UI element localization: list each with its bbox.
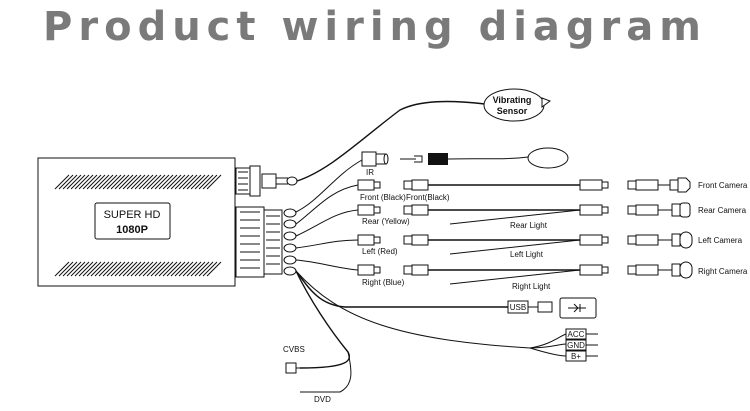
usb-label: USB	[510, 303, 526, 312]
usb-line: USB	[295, 270, 597, 319]
main-connector-stack	[235, 206, 297, 278]
vibrating-sensor: Vibrating Sensor	[296, 88, 552, 182]
right-camera-label: Right Camera	[698, 267, 748, 276]
sensor-connector	[235, 165, 298, 197]
rear-yellow-label: Rear (Yellow)	[362, 217, 410, 226]
vibrating-sensor-label-line1: Vibrating	[493, 95, 532, 105]
right-blue-label: Right (Blue)	[362, 278, 405, 287]
gnd-label: GND	[567, 341, 585, 350]
vent-slots-bottom	[54, 261, 222, 277]
cvbs-label: CVBS	[283, 345, 305, 354]
front-black-label-2: Front(Black)	[406, 193, 450, 202]
rear-camera-label: Rear Camera	[698, 206, 747, 215]
page-title: Product wiring diagram	[43, 4, 707, 50]
vibrating-sensor-label-line2: Sensor	[497, 106, 528, 116]
right-camera-line: Right (Blue) Right Light Right Camera	[295, 259, 748, 291]
left-camera-line: Left (Red) Left Light Left Camera	[295, 231, 743, 259]
acc-label: ACC	[568, 330, 585, 339]
front-camera-label: Front Camera	[698, 181, 748, 190]
dvd-label: DVD	[314, 395, 331, 404]
unit-label-line1: SUPER HD	[104, 209, 161, 221]
vent-slots-top	[54, 174, 222, 190]
power-lines: ACC GND B+	[295, 270, 598, 362]
main-unit: SUPER HD 1080P	[37, 157, 236, 287]
left-camera-label: Left Camera	[698, 236, 743, 245]
rear-camera-line: Rear (Yellow) Rear Light Rear Camera	[295, 202, 747, 237]
front-black-label-1: Front (Black)	[360, 193, 406, 202]
cvbs-dvd-line: CVBS DVD	[283, 270, 352, 404]
left-red-label: Left (Red)	[362, 247, 398, 256]
front-camera-line: Front (Black) Front(Black) Front Camera	[295, 177, 748, 225]
right-light-label: Right Light	[512, 282, 551, 291]
unit-label-line2: 1080P	[116, 224, 148, 236]
rear-light-label: Rear Light	[510, 221, 548, 230]
ir-receiver: IR	[295, 147, 569, 213]
ir-label: IR	[366, 168, 374, 177]
unit-label-box	[94, 202, 171, 240]
bplus-label: B+	[571, 352, 581, 361]
left-light-label: Left Light	[510, 250, 544, 259]
